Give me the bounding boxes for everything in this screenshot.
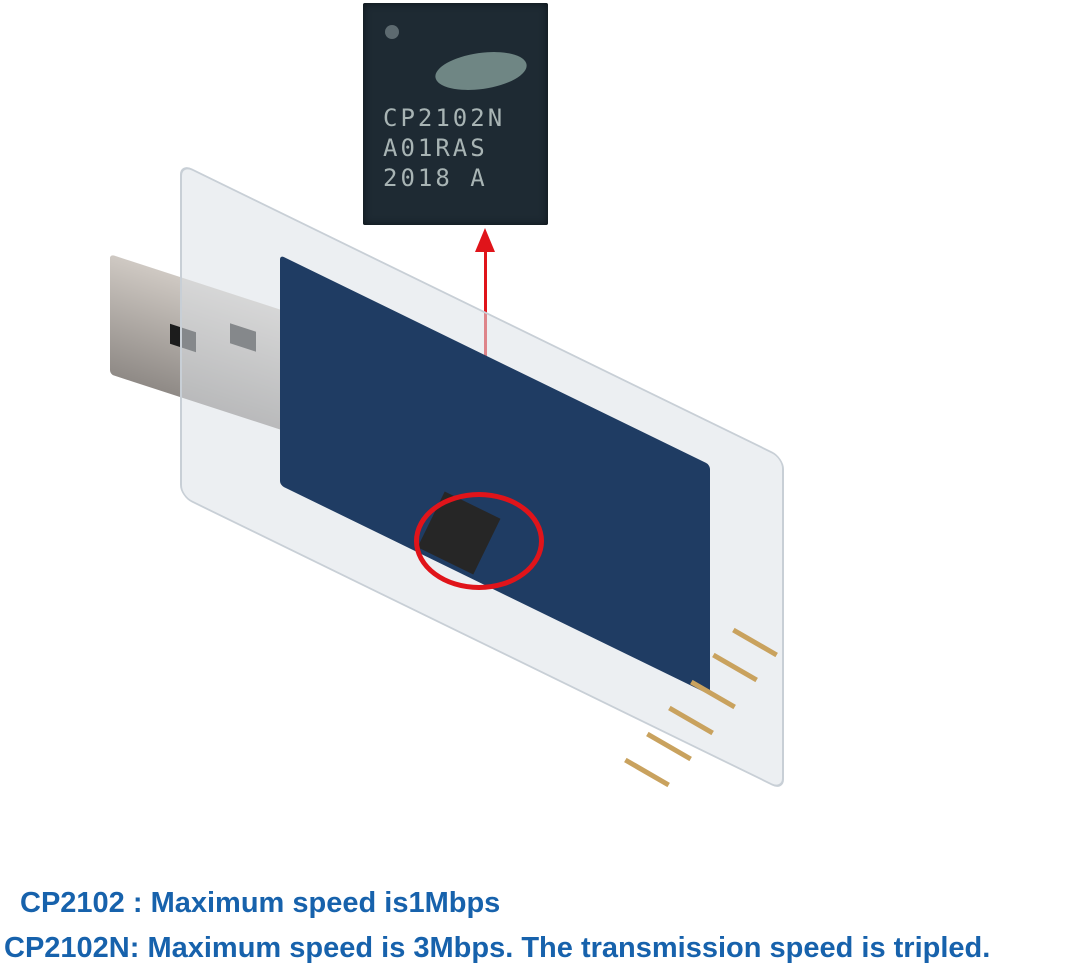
usb-serial-adapter (110, 162, 800, 860)
pin1-dot (385, 25, 399, 39)
header-pin (624, 757, 670, 788)
marking-line2: A01RAS (383, 134, 488, 162)
caption-cp2102n: CP2102N: Maximum speed is 3Mbps. The tra… (4, 932, 991, 964)
chip-marking: CP2102N A01RAS 2018 A (383, 103, 505, 193)
highlight-circle (414, 492, 544, 590)
caption-cp2102: CP2102 : Maximum speed is1Mbps (20, 887, 501, 919)
chip-closeup: CP2102N A01RAS 2018 A (363, 3, 548, 225)
arrow-head (475, 228, 495, 252)
marking-line3: 2018 A (383, 164, 488, 192)
manufacturer-logo (432, 46, 530, 96)
marking-line1: CP2102N (383, 104, 506, 132)
